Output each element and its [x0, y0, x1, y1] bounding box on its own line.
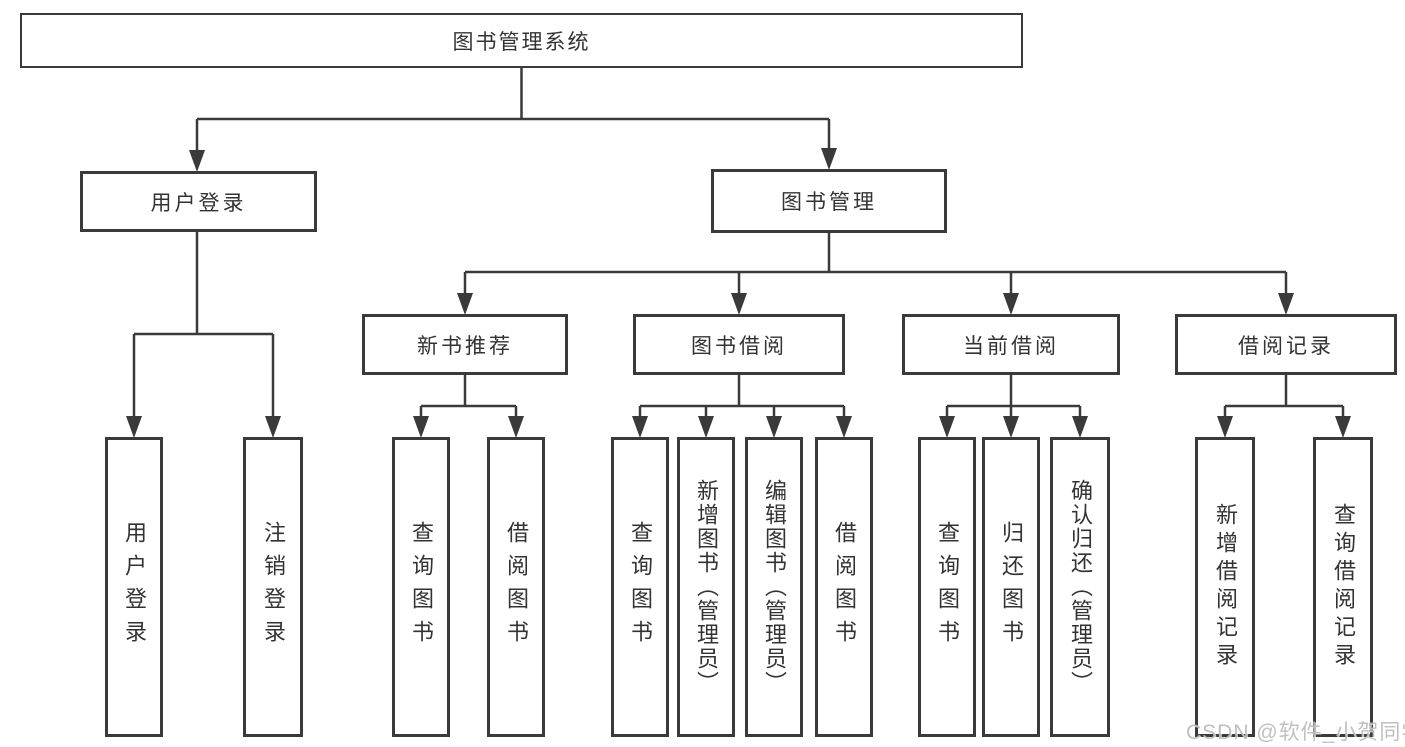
- leaf-logout: 注销登录: [243, 437, 303, 737]
- leaf-confirm-return-admin: 确认归还（管理员）: [1050, 437, 1110, 737]
- node-book-management: 图书管理: [711, 169, 947, 233]
- csdn-watermark: CSDN @软件_小贺同学: [1186, 721, 1405, 744]
- leaf-label: 查询图书: [935, 521, 960, 653]
- node-current-borrowing: 当前借阅: [902, 314, 1120, 375]
- leaf-query-books-current: 查询图书: [918, 437, 976, 737]
- leaf-return-books: 归还图书: [982, 437, 1040, 737]
- node-book-borrowing: 图书借阅: [633, 314, 845, 375]
- leaf-label: 确认归还（管理员）: [1068, 479, 1093, 695]
- leaf-query-books-borrow: 查询图书: [611, 437, 669, 737]
- leaf-label: 新增图书（管理员）: [694, 479, 719, 695]
- leaf-add-borrow-record: 新增借阅记录: [1195, 437, 1255, 737]
- leaf-query-borrow-record: 查询借阅记录: [1313, 437, 1373, 737]
- leaf-label: 编辑图书（管理员）: [762, 479, 787, 695]
- node-label: 当前借阅: [963, 334, 1059, 358]
- leaf-label: 查询图书: [409, 521, 434, 653]
- node-label: 图书管理: [781, 191, 877, 214]
- node-library-management-system: 图书管理系统: [20, 13, 1023, 68]
- leaf-label: 新增借阅记录: [1213, 503, 1238, 671]
- node-borrowing-records: 借阅记录: [1175, 314, 1397, 375]
- leaf-add-books-admin: 新增图书（管理员）: [677, 437, 735, 737]
- leaf-user-login: 用户登录: [105, 437, 163, 737]
- leaf-label: 注销登录: [261, 521, 286, 653]
- node-label: 图书借阅: [691, 334, 787, 358]
- leaf-query-books-recommend: 查询图书: [392, 437, 450, 737]
- arrowheads: [126, 148, 1351, 438]
- leaf-borrow-books: 借阅图书: [815, 437, 873, 737]
- node-new-book-recommendation: 新书推荐: [362, 314, 568, 375]
- leaf-edit-books-admin: 编辑图书（管理员）: [745, 437, 803, 737]
- node-user-login: 用户登录: [80, 171, 317, 232]
- leaf-label: 借阅图书: [504, 521, 529, 653]
- node-label: 用户登录: [150, 191, 247, 215]
- leaf-label: 归还图书: [999, 521, 1024, 653]
- node-label: 图书管理系统: [452, 30, 591, 54]
- leaf-label: 查询图书: [628, 521, 653, 653]
- node-label: 新书推荐: [417, 334, 513, 358]
- leaf-borrow-books-recommend: 借阅图书: [487, 437, 545, 737]
- leaf-label: 查询借阅记录: [1331, 503, 1356, 671]
- node-label: 借阅记录: [1238, 334, 1334, 358]
- leaf-label: 用户登录: [122, 521, 147, 653]
- leaf-label: 借阅图书: [832, 521, 857, 653]
